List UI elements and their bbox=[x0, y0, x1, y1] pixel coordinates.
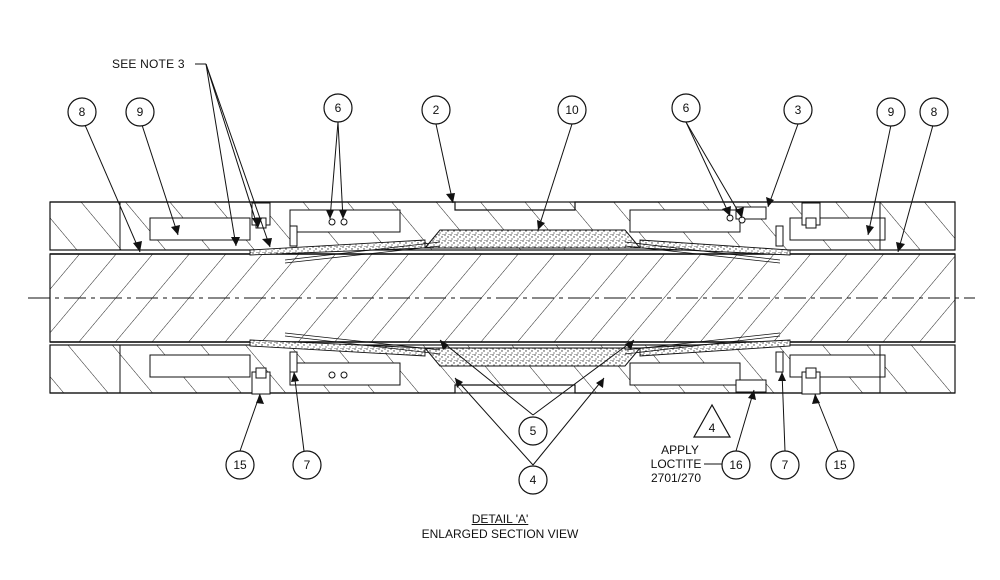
upper-packing bbox=[249, 229, 791, 264]
drawing-title-block: DETAIL 'A' ENLARGED SECTION VIEW bbox=[380, 512, 620, 542]
revision-triangle bbox=[692, 403, 732, 438]
balloon-10: 10 bbox=[565, 103, 579, 117]
apply-note-line1: APPLY bbox=[661, 443, 699, 457]
lower-packing bbox=[249, 332, 791, 367]
balloon-16: 16 bbox=[729, 458, 743, 472]
drawing-title: DETAIL 'A' bbox=[471, 512, 529, 526]
leader-lines bbox=[84, 63, 934, 466]
drawing-subtitle: ENLARGED SECTION VIEW bbox=[421, 527, 579, 541]
balloon-7-right: 7 bbox=[782, 458, 789, 472]
balloon-5: 5 bbox=[530, 424, 537, 438]
apply-note-line2: LOCTITE bbox=[651, 457, 702, 471]
balloon-4: 4 bbox=[530, 473, 537, 487]
balloon-9-right: 9 bbox=[888, 105, 895, 119]
balloon-circles bbox=[67, 93, 949, 495]
triangle-note-number: 4 bbox=[709, 421, 716, 435]
balloon-7-left: 7 bbox=[304, 458, 311, 472]
arrowheads bbox=[133, 193, 905, 404]
balloon-3: 3 bbox=[795, 103, 802, 117]
see-note-callout: SEE NOTE 3 bbox=[112, 57, 185, 71]
balloon-9-left: 9 bbox=[137, 105, 144, 119]
balloon-15-left: 15 bbox=[233, 458, 247, 472]
balloon-2: 2 bbox=[433, 103, 440, 117]
balloon-8-right: 8 bbox=[931, 105, 938, 119]
balloon-6-right: 6 bbox=[683, 101, 690, 115]
apply-note-line3: 2701/270 bbox=[651, 471, 701, 485]
balloon-6-left: 6 bbox=[335, 101, 342, 115]
balloon-15-right: 15 bbox=[833, 458, 847, 472]
balloon-8-left: 8 bbox=[79, 105, 86, 119]
